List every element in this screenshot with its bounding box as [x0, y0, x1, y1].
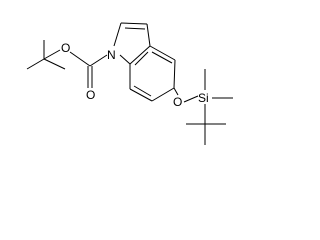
bond-c7a-c3a-inner — [134, 51, 149, 66]
bond-c3a-c4 — [149, 45, 176, 61]
bond-oxygen-carbonyl-carbon — [69, 51, 91, 67]
bond-c3a-c7a — [129, 45, 151, 65]
ester-oxygen-label: O — [61, 41, 70, 55]
carbamate-group: O O — [61, 41, 108, 102]
carbonyl-oxygen-label: O — [86, 88, 95, 102]
bond-c6-c7 — [129, 88, 153, 102]
bond-tbu-methyl-3 — [43, 58, 66, 70]
tert-butyl-group-left — [26, 40, 66, 70]
bond-c3-c3a — [146, 23, 151, 47]
bond-n1-c2 — [113, 22, 122, 47]
bond-c2-c3 — [120, 22, 148, 25]
bond-tbu-ester-oxygen — [43, 49, 61, 60]
ether-oxygen-label: O — [173, 95, 182, 109]
silyl-ether-group: O Si — [173, 69, 233, 124]
indole-ring-system: N — [107, 22, 176, 102]
bond-n1-c7a — [119, 54, 131, 65]
tert-butyl-group-right — [186, 123, 226, 145]
indole-nitrogen-label: N — [107, 48, 116, 62]
bond-c6-c7-inner — [133, 85, 152, 97]
bond-c2-c3-inner — [124, 27, 146, 30]
bond-tbu-methyl-2 — [26, 58, 45, 70]
bond-c5-c6 — [151, 87, 175, 102]
bond-c5-ether-oxygen — [173, 87, 179, 96]
bond-c4-c5 — [173, 59, 176, 89]
silicon-label: Si — [198, 91, 209, 105]
bond-c3a-c4-inner — [151, 51, 173, 64]
bond-carbonyl-carbon-nitrogen — [89, 54, 108, 67]
bond-oxygen-silicon — [183, 95, 199, 103]
molecule-structure: O O N O Si — [26, 22, 233, 145]
